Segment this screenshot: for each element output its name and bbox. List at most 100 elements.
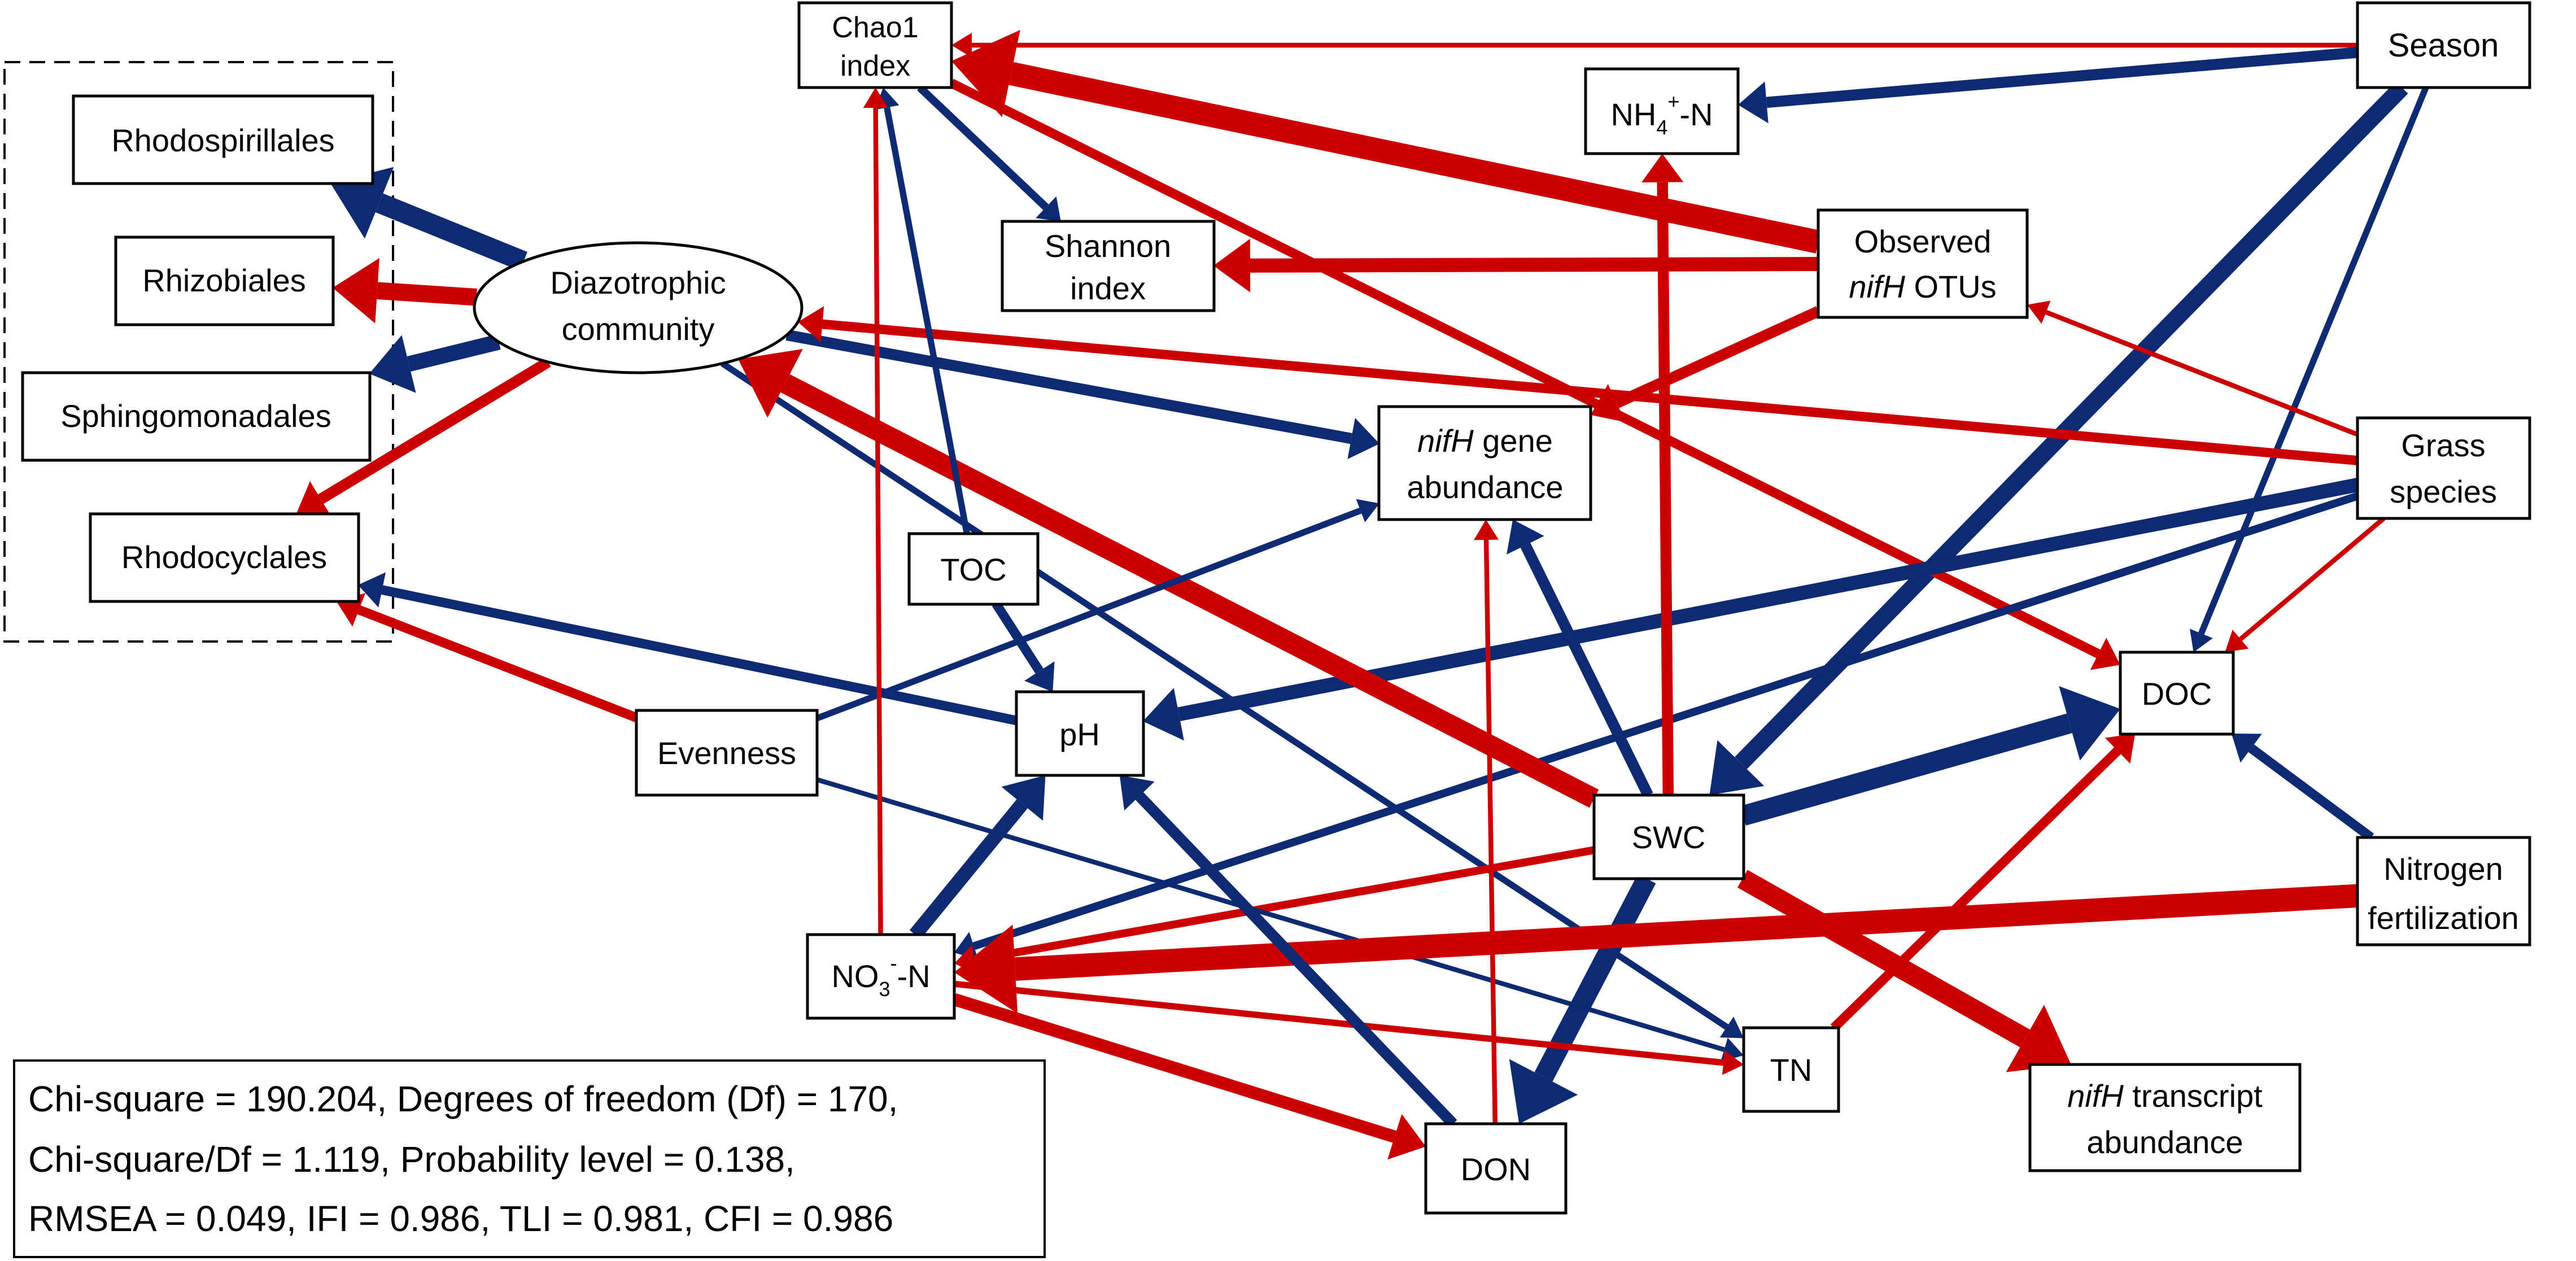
path-line: [318, 357, 551, 504]
node-chao1: Chao1 index: [797, 1, 953, 89]
arrowhead: [1709, 740, 1765, 795]
path-no3-to-don: [952, 993, 1426, 1160]
arrowhead: [1641, 154, 1684, 183]
node-nh4: NH4+-N: [1584, 67, 1740, 155]
path-line: [2239, 516, 2386, 642]
node-no3-label: NO3--N: [831, 952, 930, 1001]
paths-layer: [296, 30, 2429, 1160]
path-line: [949, 78, 2101, 658]
node-shannon-line2: index: [1070, 270, 1146, 306]
path-line: [1740, 713, 2072, 826]
path-swc-to-nh4: [1641, 154, 1684, 796]
path-line: [1520, 543, 1653, 798]
node-season: Season: [2356, 1, 2531, 89]
path-line: [884, 107, 970, 535]
arrowhead: [1719, 1016, 1744, 1039]
node-rhodocyclales-label: Rhodocyclales: [121, 539, 327, 575]
node-observed-line1: Observed: [1854, 224, 1992, 259]
path-line: [1657, 182, 1674, 796]
path-line: [721, 360, 1729, 1030]
node-observed-line2: nifH OTUs: [1849, 269, 1996, 304]
node-tn: TN: [1742, 1026, 1840, 1113]
arrowhead: [1356, 499, 1379, 522]
arrowhead: [863, 88, 888, 108]
path-season-to-chao1: [951, 33, 2357, 58]
path-line: [909, 799, 1028, 939]
path-no3-to-ph: [909, 775, 1046, 939]
arrowhead: [296, 481, 332, 517]
arrowhead: [2090, 638, 2120, 670]
node-doc-label: DOC: [2142, 676, 2212, 712]
path-grass-to-observed: [2027, 300, 2359, 437]
path-line: [1734, 81, 2408, 769]
path-line: [1737, 870, 2031, 1048]
path-line: [375, 193, 527, 271]
arrowhead: [1474, 520, 1499, 540]
node-nh4-label: NH4+-N: [1610, 90, 1713, 139]
node-sphingomonadales-label: Sphingomonadales: [60, 398, 331, 434]
node-doc: DOC: [2119, 651, 2235, 736]
node-rhizobiales: Rhizobiales: [114, 235, 335, 326]
path-line: [2248, 744, 2374, 841]
arrowhead: [1722, 1050, 1744, 1075]
fit-stat-line-2: Chi-square/Df = 1.119, Probability level…: [28, 1139, 795, 1180]
arrowhead: [1143, 688, 1184, 741]
path-diazotrophic-to-tn: [721, 360, 1744, 1039]
arrowhead: [1213, 238, 1251, 293]
arrowhead: [1738, 81, 1769, 124]
path-toc-to-ph: [992, 601, 1055, 692]
arrowhead: [1001, 775, 1046, 821]
fit-stat-line-1: Chi-square = 190.204, Degrees of freedom…: [28, 1079, 898, 1119]
node-season-label: Season: [2388, 27, 2499, 64]
node-ph: pH: [1015, 690, 1145, 777]
path-swc-to-don: [1509, 874, 1656, 1124]
arrowhead: [2105, 734, 2136, 764]
path-line: [357, 605, 639, 722]
path-ph-to-rhodocyclales: [358, 572, 1018, 726]
path-swc-to-doc: [1740, 686, 2120, 826]
arrowhead: [369, 335, 416, 393]
path-line: [954, 980, 1724, 1066]
node-toc-label: TOC: [940, 552, 1006, 587]
path-line: [816, 777, 1725, 1052]
path-chao1-to-shannon: [917, 84, 1061, 221]
node-diazotrophic-line1: Diazotrophic: [550, 265, 726, 300]
path-swc-to-nifh_gene: [1507, 520, 1653, 798]
fit-stat-line-3: RMSEA = 0.049, IFI = 0.986, TLI = 0.981,…: [28, 1198, 893, 1239]
path-diazotrophic-to-sphingomonadales: [369, 334, 501, 393]
path-grass-to-diazotrophic: [797, 306, 2358, 465]
fit-statistics: Chi-square = 190.204, Degrees of freedom…: [13, 1059, 1046, 1258]
path-swc-to-nifh_transcript: [1737, 870, 2071, 1072]
path-observed-to-shannon: [1213, 238, 1819, 293]
path-line: [1614, 306, 1821, 408]
node-nifh-transcript-line1: nifH transcript: [2067, 1078, 2263, 1114]
node-ph-label: pH: [1059, 717, 1100, 752]
path-line: [815, 508, 1362, 722]
node-nitrogen-line1: Nitrogen: [2383, 851, 2503, 887]
node-diazotrophic: Diazotrophic community: [473, 241, 804, 374]
path-line: [1008, 62, 1821, 254]
node-nitrogen: Nitrogen fertilization: [2356, 836, 2531, 946]
path-season-to-doc: [2189, 86, 2429, 652]
arrowhead: [1507, 520, 1544, 555]
path-chao1-to-doc: [949, 78, 2120, 670]
node-swc-label: SWC: [1632, 819, 1706, 855]
arrowhead: [2231, 734, 2262, 763]
node-shannon-line1: Shannon: [1045, 228, 1171, 264]
node-toc: TOC: [907, 532, 1040, 606]
path-line: [1766, 47, 2358, 108]
path-diazotrophic-to-rhizobiales: [333, 258, 477, 324]
path-line: [1830, 747, 2121, 1031]
path-don-to-nifh_gene: [1474, 520, 1499, 1124]
nodes-layer: Chao1 index Season NH4+-N Rhodospirillal…: [21, 1, 2531, 1215]
node-nifh-transcript: nifH transcript abundance: [2028, 1063, 2302, 1172]
path-line: [2198, 86, 2429, 635]
path-swc-to-diazotrophic: [738, 348, 1599, 808]
node-tn-label: TN: [1770, 1052, 1813, 1088]
arrowhead: [358, 572, 386, 608]
node-nifh-gene: nifH gene abundance: [1377, 405, 1592, 521]
arrowhead: [951, 33, 972, 58]
path-line: [1250, 257, 1819, 273]
arrowhead: [1387, 1114, 1426, 1160]
